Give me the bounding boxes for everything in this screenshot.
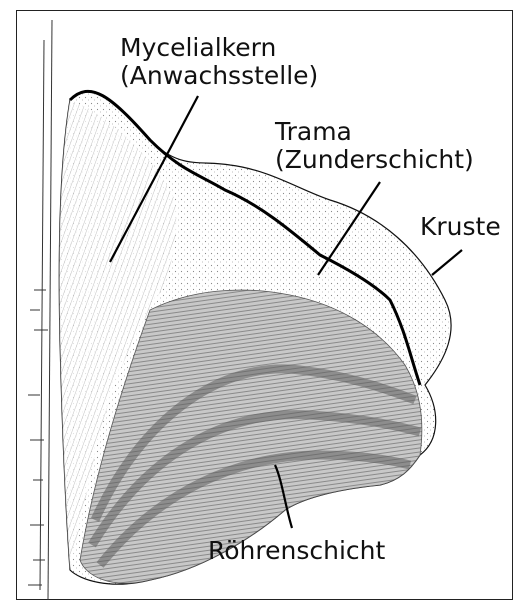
label-trama: Trama (Zunderschicht) xyxy=(275,118,474,174)
label-mycelialkern: Mycelialkern (Anwachsstelle) xyxy=(120,34,318,90)
label-trama-line1: Trama xyxy=(275,118,474,146)
label-trama-line2: (Zunderschicht) xyxy=(275,146,474,174)
label-kruste: Kruste xyxy=(420,213,501,241)
label-roehrenschicht: Röhrenschicht xyxy=(208,537,385,565)
tree-bark xyxy=(28,20,52,600)
label-mycelialkern-line1: Mycelialkern xyxy=(120,34,318,62)
label-mycelialkern-line2: (Anwachsstelle) xyxy=(120,62,318,90)
